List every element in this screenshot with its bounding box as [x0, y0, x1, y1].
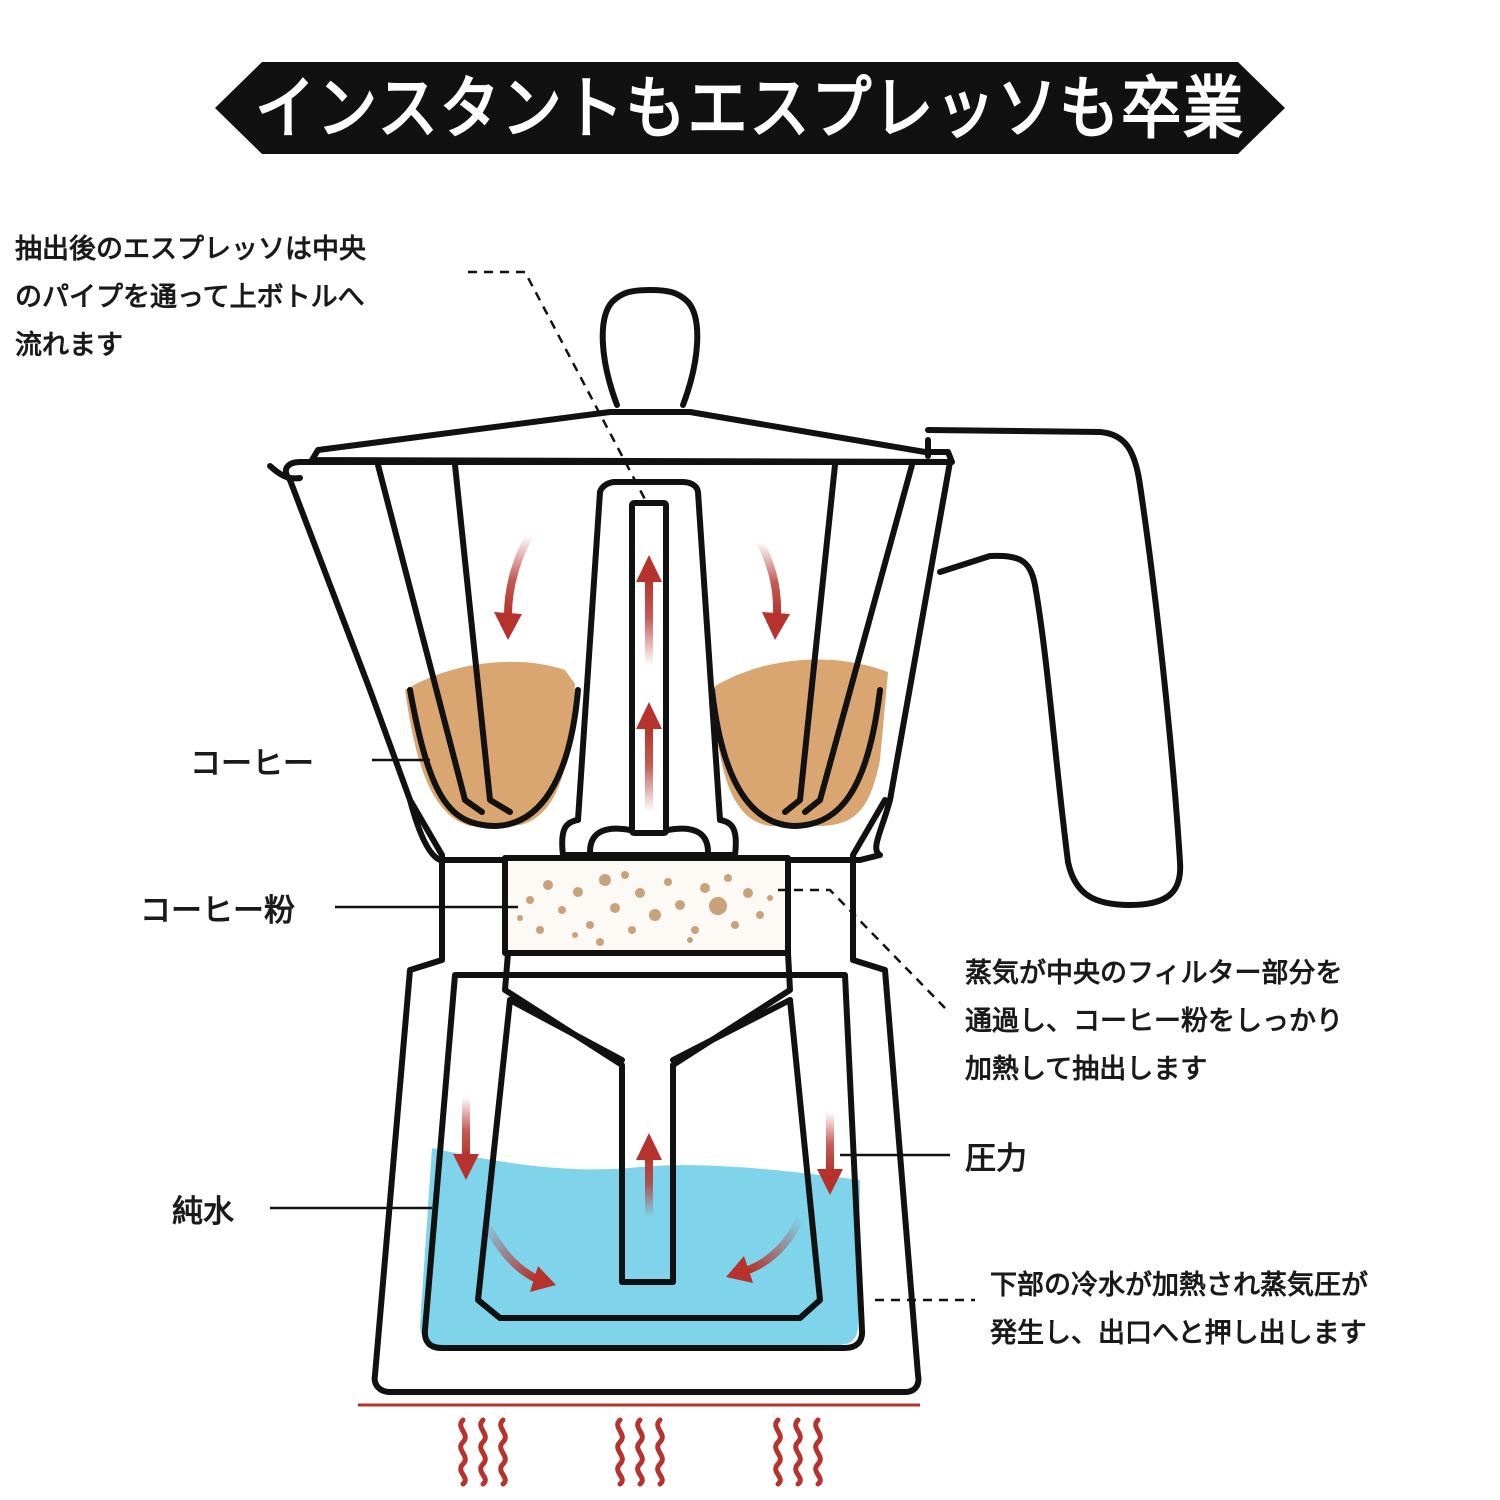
central-pipe-upper	[629, 500, 669, 836]
arrow-down-lower-right	[817, 1112, 843, 1195]
leader-steam	[778, 888, 946, 1009]
annotation-bottom-right: 下部の冷水が加熱され蒸気圧が 発生し、出口へと押し出します	[990, 1262, 1368, 1358]
filter-basket	[502, 855, 791, 956]
annotation-right-middle: 蒸気が中央のフィルター部分を 通過し、コーヒー粉をしっかり 加熱して抽出します	[965, 950, 1343, 1094]
annotation-top-left-line-1: 抽出後のエスプレッソは中央	[15, 234, 366, 265]
arrow-down-upper-right	[756, 540, 790, 640]
annotation-right-middle-line-1: 蒸気が中央のフィルター部分を	[965, 958, 1343, 989]
water-liquid	[420, 1148, 860, 1345]
label-water: 純水	[172, 1194, 234, 1230]
pot-outline	[267, 287, 1184, 1395]
heat-wave-right	[773, 1417, 823, 1487]
upper-panel-center-left	[452, 462, 513, 815]
annotation-top-left-line-3: 流れます	[15, 330, 123, 361]
annotation-right-middle-line-2: 通過し、コーヒー粉をしっかり	[965, 1006, 1343, 1037]
title-banner-background	[215, 62, 1285, 154]
lid-knob	[599, 287, 701, 408]
leader-top-left	[468, 270, 650, 506]
arrow-diagonal-lower-right	[726, 1216, 804, 1283]
title-banner: インスタントもエスプレッソも卒業	[215, 62, 1285, 154]
handle	[925, 427, 1184, 908]
lower-wall-left	[475, 997, 823, 1321]
annotation-bottom-right-line-2: 発生し、出口へと押し出します	[990, 1318, 1367, 1349]
upper-panel-right	[802, 462, 915, 815]
annotation-top-left-line-2: のパイプを通って上ボトルへ	[15, 282, 365, 313]
coffee-liquid	[405, 659, 888, 826]
upper-cup-right	[709, 687, 883, 829]
pot-waist	[371, 797, 922, 1395]
label-coffee-powder: コーヒー粉	[140, 893, 295, 929]
upper-panel-center-right	[782, 462, 838, 815]
annotation-bottom-right-line-1: 下部の冷水が加熱され蒸気圧が	[990, 1270, 1368, 1301]
spout	[267, 463, 303, 482]
upper-panel-left	[375, 462, 485, 815]
annotation-right-middle-line-3: 加熱して抽出します	[965, 1054, 1208, 1085]
leader-lines	[270, 270, 975, 1302]
label-pressure: 圧力	[965, 1141, 1027, 1177]
upper-chamber	[282, 459, 953, 863]
heat-waves	[458, 1417, 823, 1487]
funnel	[502, 950, 793, 1285]
funnel-inner	[507, 997, 793, 1063]
arrow-down-upper-left	[494, 532, 534, 640]
arrow-up-center-bottom	[636, 1133, 662, 1217]
arrow-down-lower-left	[453, 1097, 479, 1180]
arrow-diagonal-lower-left	[481, 1220, 556, 1292]
upper-cup-left	[407, 687, 581, 829]
heat-wave-center	[615, 1417, 665, 1487]
flow-arrows	[453, 532, 843, 1292]
coffee-grounds	[517, 871, 773, 946]
central-column	[575, 479, 723, 823]
arrow-up-center-middle	[636, 702, 662, 812]
label-coffee: コーヒー	[190, 746, 314, 782]
annotation-top-left: 抽出後のエスプレッソは中央 のパイプを通って上ボトルへ 流れます	[15, 226, 366, 370]
heat-wave-left	[458, 1417, 508, 1487]
coffee-liquid-right	[712, 659, 888, 826]
lower-chamber-inner	[421, 972, 866, 1351]
lid	[309, 409, 955, 465]
arrow-up-center-top	[636, 555, 662, 665]
collector-bumps	[587, 825, 711, 855]
page-title: インスタントもエスプレッソも卒業	[255, 70, 1245, 149]
coffee-liquid-left	[405, 661, 575, 826]
